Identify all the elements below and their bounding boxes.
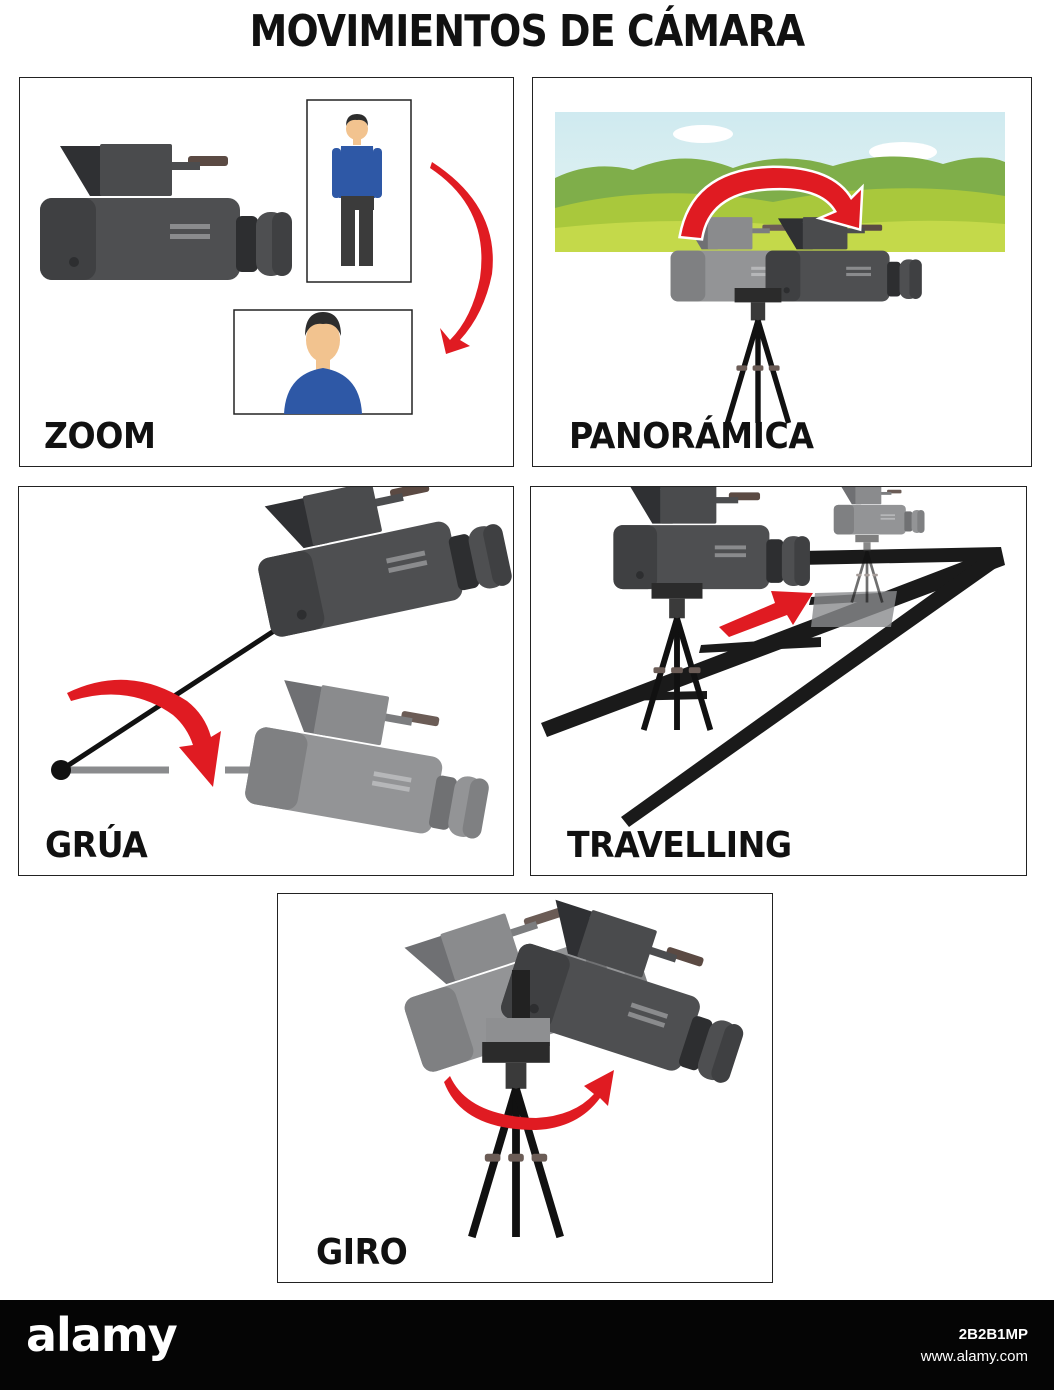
footer-info: 2B2B1MP www.alamy.com: [921, 1324, 1028, 1368]
watermark-footer: alamy 2B2B1MP www.alamy.com: [0, 1300, 1054, 1390]
person-full-body-icon: [332, 114, 382, 266]
video-camera-icon: [245, 487, 513, 639]
image-id: 2B2B1MP: [958, 1326, 1028, 1343]
alamy-logo: alamy: [26, 1308, 178, 1362]
red-arrow-icon: [67, 679, 221, 787]
tripod-icon: [727, 288, 788, 423]
red-arrow-icon: [719, 591, 813, 637]
zoom-label: ZOOM: [44, 416, 156, 457]
ghost-camera-icon: [833, 487, 925, 535]
red-arrow-icon: [678, 165, 864, 241]
giro-panel: GIRO: [277, 893, 773, 1283]
red-arrow-icon: [444, 1070, 614, 1130]
ghost-camera-icon: [243, 674, 502, 844]
grua-label: GRÚA: [45, 825, 148, 866]
panoramica-label: PANORÁMICA: [569, 416, 814, 457]
crane-pivot: [51, 760, 71, 780]
travelling-label: TRAVELLING: [567, 825, 792, 866]
pan-head: [486, 1018, 550, 1046]
tripod-icon: [472, 1042, 560, 1237]
red-arrow-icon: [430, 162, 493, 354]
travelling-panel: TRAVELLING: [530, 486, 1027, 876]
video-camera-icon: [40, 144, 292, 280]
page-title: MOVIMIENTOS DE CÁMARA: [249, 6, 805, 57]
zoom-panel: ZOOM: [19, 77, 514, 467]
grua-panel: GRÚA: [18, 486, 514, 876]
site-url: www.alamy.com: [920, 1348, 1028, 1365]
panoramica-panel: PANORÁMICA: [532, 77, 1032, 467]
video-camera-icon: [613, 487, 810, 590]
person-close-up-icon: [284, 312, 362, 414]
giro-label: GIRO: [316, 1232, 408, 1273]
dolly-track: [541, 547, 1005, 827]
tripod-icon: [644, 583, 711, 730]
